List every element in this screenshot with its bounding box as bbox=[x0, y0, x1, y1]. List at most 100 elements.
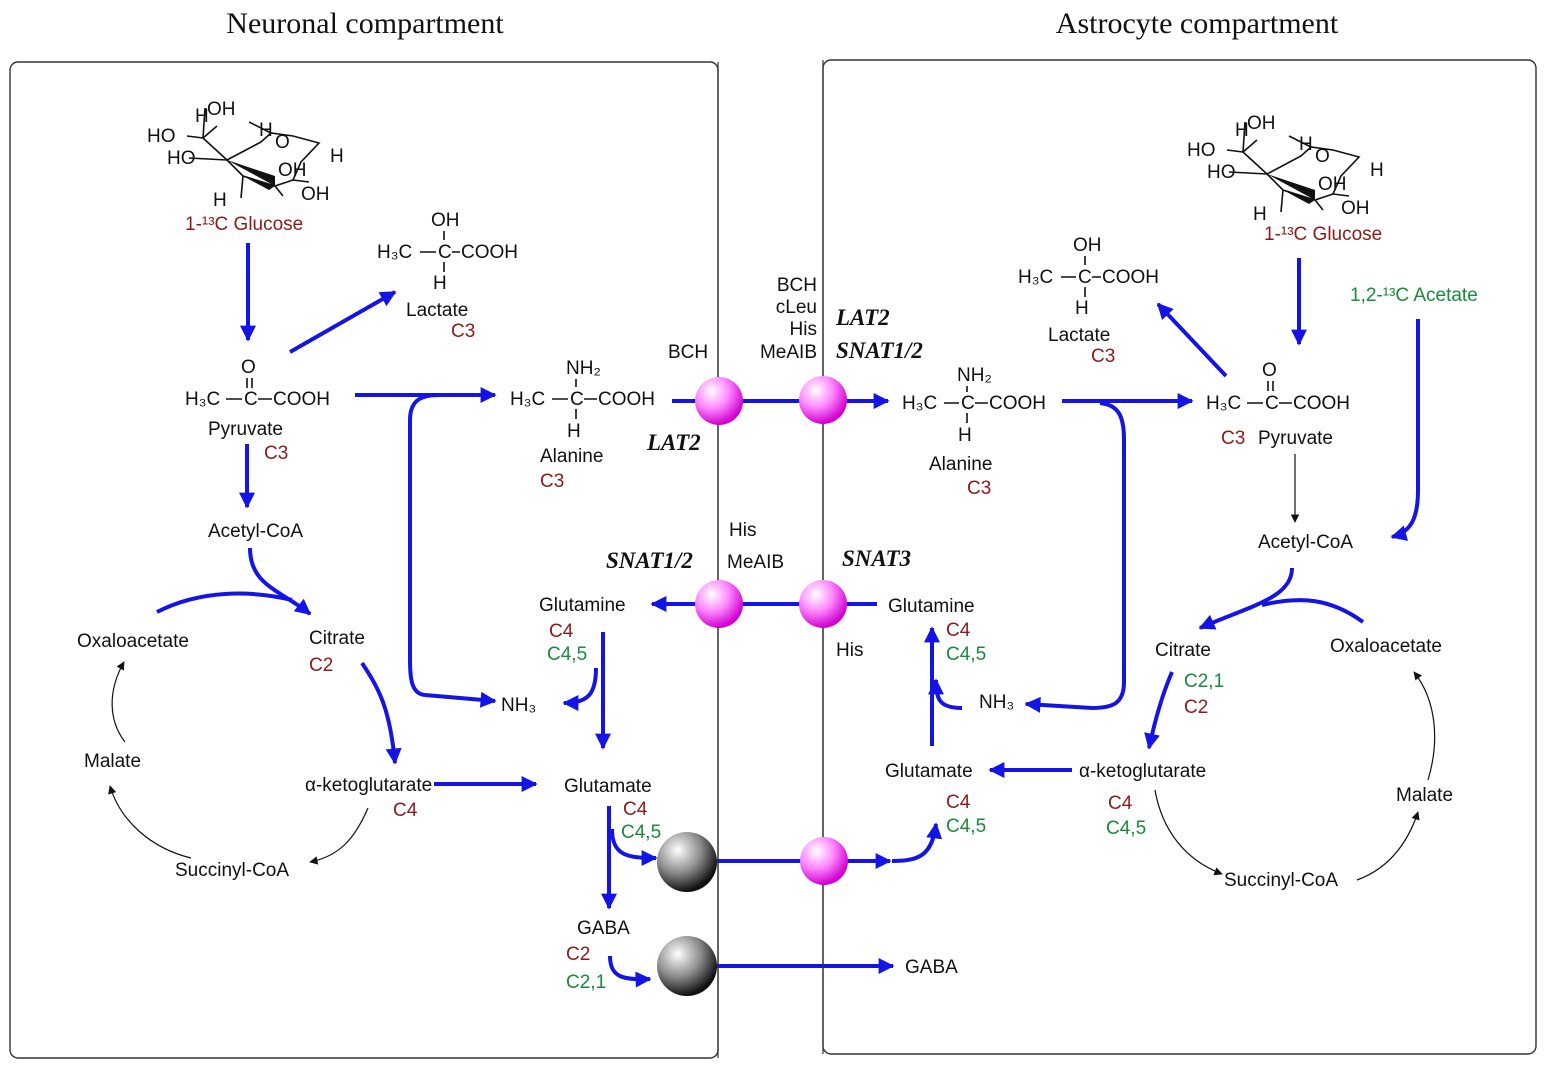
neuron-gaba-release-sphere bbox=[657, 936, 717, 996]
transporter-lat2-sphere bbox=[695, 377, 743, 425]
neuron-lactate-structure: OH H₃C C COOH H bbox=[377, 210, 518, 294]
astro-glucose-label: 1-¹³C Glucose bbox=[1264, 224, 1382, 245]
neuron-glucose-structure bbox=[146, 98, 345, 212]
neuron-glutamine-carbon-1: C4 bbox=[549, 621, 574, 642]
astro-akg-carbon-1: C4 bbox=[1108, 793, 1133, 814]
svg-text:COOH: COOH bbox=[1102, 267, 1159, 288]
astro-malate-label: Malate bbox=[1396, 785, 1453, 806]
astro-lactate-structure: OH H₃C C COOH H bbox=[1018, 235, 1159, 319]
svg-text:COOH: COOH bbox=[273, 389, 330, 410]
transporter-lat2-right: LAT2 bbox=[835, 305, 890, 330]
neuron-alanine-label: Alanine bbox=[540, 446, 603, 467]
astro-alanine-carbon: C3 bbox=[967, 478, 991, 499]
astro-glutamine-carbon-1: C4 bbox=[946, 620, 971, 641]
astro-citrate-carbon-2: C2 bbox=[1184, 697, 1208, 718]
svg-text:OH: OH bbox=[431, 210, 460, 231]
svg-text:H₃C: H₃C bbox=[510, 389, 545, 410]
neuron-gaba-carbon-2: C2,1 bbox=[566, 972, 606, 993]
transporter-snat12-right: SNAT1/2 bbox=[836, 338, 923, 363]
blue-pathway-arrows bbox=[156, 243, 1420, 988]
neuron-glutamine-label: Glutamine bbox=[539, 595, 626, 616]
neuron-gaba-label: GABA bbox=[577, 918, 630, 939]
svg-text:O: O bbox=[1262, 360, 1277, 381]
neuron-alanine-structure: NH₂ H₃C C COOH H bbox=[510, 358, 655, 442]
astro-alanine-label: Alanine bbox=[929, 454, 992, 475]
astro-citrate-label: Citrate bbox=[1155, 640, 1211, 661]
svg-text:H₃C: H₃C bbox=[1206, 393, 1241, 414]
svg-text:H₃C: H₃C bbox=[902, 393, 937, 414]
svg-text:H₃C: H₃C bbox=[1018, 267, 1053, 288]
neuron-citrate-label: Citrate bbox=[309, 628, 365, 649]
astro-pyruvate-label: Pyruvate bbox=[1258, 428, 1333, 449]
svg-text:C: C bbox=[244, 389, 258, 410]
inhibitor-cleu: cLeu bbox=[776, 297, 817, 318]
neuron-glutamine-carbon-2: C4,5 bbox=[547, 644, 587, 665]
neuron-lactate-carbon: C3 bbox=[451, 321, 475, 342]
inhibitor-bch-right: BCH bbox=[777, 275, 817, 296]
transporter-lat2-snat12-sphere bbox=[799, 376, 847, 424]
svg-text:H₃C: H₃C bbox=[185, 389, 220, 410]
neuron-glucose-label: 1-¹³C Glucose bbox=[185, 214, 303, 235]
astro-lactate-carbon: C3 bbox=[1091, 346, 1115, 367]
transporter-snat12-sphere bbox=[695, 580, 743, 628]
neuron-glutamate-carbon-1: C4 bbox=[623, 799, 648, 820]
neuron-oxaloacetate-label: Oxaloacetate bbox=[77, 631, 189, 652]
neuron-nh3-label: NH₃ bbox=[501, 695, 536, 716]
neuron-pyruvate-structure: O H₃C C COOH bbox=[185, 357, 330, 410]
inhibitor-bch-left: BCH bbox=[668, 342, 708, 363]
astro-glutamine-carbon-2: C4,5 bbox=[946, 644, 986, 665]
astro-akg-label: α-ketoglutarate bbox=[1079, 761, 1206, 782]
neuron-akg-label: α-ketoglutarate bbox=[305, 775, 432, 796]
neuron-glutamate-carbon-2: C4,5 bbox=[621, 822, 661, 843]
astro-acetate-label: 1,2-¹³C Acetate bbox=[1350, 285, 1478, 306]
astro-pyruvate-structure: O H₃C C COOH bbox=[1206, 360, 1350, 414]
astro-oxaloacetate-label: Oxaloacetate bbox=[1330, 636, 1442, 657]
svg-text:H₃C: H₃C bbox=[377, 242, 412, 263]
astrocyte-compartment-title: Astrocyte compartment bbox=[1056, 7, 1339, 40]
neuron-citrate-carbon: C2 bbox=[309, 655, 333, 676]
svg-text:COOH: COOH bbox=[461, 242, 518, 263]
astro-glutamate-carbon-2: C4,5 bbox=[946, 816, 986, 837]
astro-glutamate-label: Glutamate bbox=[885, 761, 973, 782]
neuron-glutamate-release-sphere bbox=[657, 832, 717, 892]
astro-glutamine-label: Glutamine bbox=[888, 596, 975, 617]
astro-acetylcoa-label: Acetyl-CoA bbox=[1258, 532, 1353, 553]
svg-text:O: O bbox=[241, 357, 256, 378]
neuron-lactate-label: Lactate bbox=[406, 300, 468, 321]
svg-text:C: C bbox=[961, 393, 975, 414]
neuron-gaba-carbon-1: C2 bbox=[566, 944, 590, 965]
neuron-malate-label: Malate bbox=[84, 751, 141, 772]
neuron-glutamate-label: Glutamate bbox=[564, 776, 652, 797]
inhibitor-meaib-mid: MeAIB bbox=[727, 552, 784, 573]
astro-akg-carbon-2: C4,5 bbox=[1106, 818, 1146, 839]
svg-text:C: C bbox=[1078, 267, 1092, 288]
svg-text:COOH: COOH bbox=[598, 389, 655, 410]
transporter-lat2-left: LAT2 bbox=[646, 430, 701, 455]
neuron-succinylcoa-label: Succinyl-CoA bbox=[175, 860, 289, 881]
astro-lactate-label: Lactate bbox=[1048, 325, 1110, 346]
svg-text:COOH: COOH bbox=[989, 393, 1046, 414]
astro-glutamate-carbon-1: C4 bbox=[946, 792, 971, 813]
neuron-pyruvate-label: Pyruvate bbox=[208, 419, 283, 440]
inhibitor-his-mid: His bbox=[729, 520, 756, 541]
svg-text:H: H bbox=[958, 425, 972, 446]
astro-citrate-carbon-1: C2,1 bbox=[1184, 671, 1224, 692]
svg-text:OH: OH bbox=[1073, 235, 1102, 256]
svg-text:H: H bbox=[567, 421, 581, 442]
transporter-snat12-left: SNAT1/2 bbox=[606, 548, 693, 573]
svg-text:C: C bbox=[570, 389, 584, 410]
inhibitor-meaib-top: MeAIB bbox=[760, 342, 817, 363]
black-cycle-arrows bbox=[108, 454, 1436, 881]
glutamate-transporter-sphere bbox=[800, 837, 848, 885]
svg-text:NH₂: NH₂ bbox=[957, 365, 992, 386]
neuron-alanine-carbon: C3 bbox=[540, 471, 564, 492]
svg-text:C: C bbox=[438, 242, 452, 263]
astro-nh3-label: NH₃ bbox=[979, 692, 1014, 713]
astro-pyruvate-carbon: C3 bbox=[1221, 428, 1245, 449]
astro-succinylcoa-label: Succinyl-CoA bbox=[1224, 870, 1338, 891]
astro-glucose-structure bbox=[1186, 112, 1385, 226]
astro-alanine-structure: NH₂ H₃C C COOH H bbox=[902, 365, 1046, 446]
svg-text:H: H bbox=[433, 273, 447, 294]
inhibitor-his-right: His bbox=[836, 640, 863, 661]
